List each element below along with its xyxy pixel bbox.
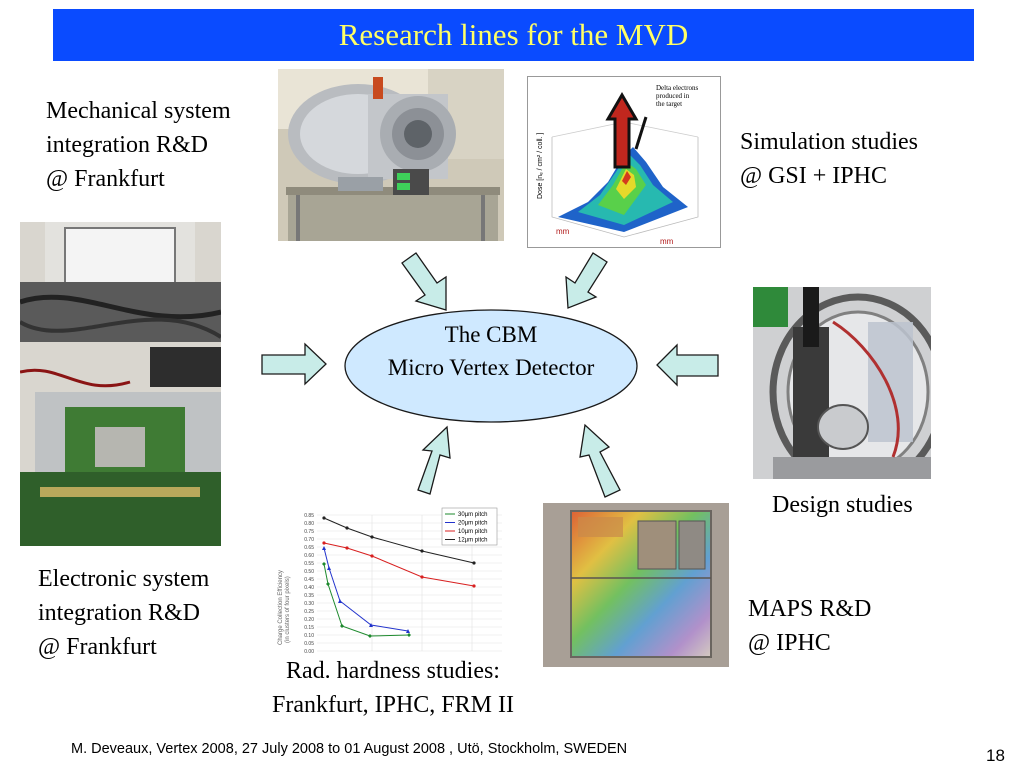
title-bar: Research lines for the MVD: [53, 9, 974, 61]
sim-annotation-1: Delta electrons: [656, 84, 698, 92]
mech-line-2: integration R&D: [46, 132, 208, 158]
rad-y-tick-label: 0.50: [304, 569, 314, 575]
legend-20um: 20µm pitch: [458, 521, 487, 527]
sim-x-axis-label: mm: [556, 227, 570, 236]
rad-y-tick-label: 0.40: [304, 585, 314, 591]
sim-annotation-2: produced in: [656, 92, 690, 100]
rad-line-2: Frankfurt, IPHC, FRM II: [271, 692, 514, 718]
rad-y-tick-label: 0.85: [304, 513, 314, 519]
sim-label: Simulation studies @ GSI + IPHC: [740, 125, 918, 193]
elec-line-2: integration R&D: [38, 600, 200, 626]
rad-y-tick-label: 0.25: [304, 609, 314, 615]
rad-y-tick-label: 0.70: [304, 537, 314, 543]
mech-line-3: @ Frankfurt: [46, 166, 165, 192]
center-line-2: Micro Vertex Detector: [387, 355, 595, 380]
rad-y-tick-label: 0.35: [304, 593, 314, 599]
rad-y-tick-label: 0.10: [304, 633, 314, 639]
sim-line-2: @ GSI + IPHC: [740, 163, 887, 189]
sim-z-axis-label: Dose [nₑ / cm² / coll. ]: [537, 133, 544, 199]
mech-label: Mechanical system integration R&D @ Fran…: [46, 94, 231, 196]
legend-12um: 12µm pitch: [458, 538, 487, 544]
sim-y-axis-label: mm: [660, 237, 674, 246]
center-ellipse: [344, 309, 638, 423]
rad-hardness-chart: 0.85 0.80 0.75 0.70 0.65 0.60 0.55 0.50 0.45 0.40…: [272, 505, 504, 655]
vacuum-chamber-photo: [278, 69, 504, 241]
rad-y-tick-label: 0.20: [304, 617, 314, 623]
rad-y-tick-label: 0.30: [304, 601, 314, 607]
sim-line-1: Simulation studies: [740, 129, 919, 155]
rad-y-tick-label: 0.00: [304, 649, 314, 655]
elec-line-1: Electronic system: [38, 566, 210, 592]
rad-y-tick-label: 0.55: [304, 561, 314, 567]
rad-y-tick-label: 0.05: [304, 641, 314, 647]
arrow-from-rad-hardness: [417, 425, 451, 495]
mech-line-1: Mechanical system: [46, 98, 231, 124]
rad-label: Rad. hardness studies: Frankfurt, IPHC, …: [248, 654, 538, 722]
elec-line-3: @ Frankfurt: [38, 634, 157, 660]
rad-y-tick-label: 0.15: [304, 625, 314, 631]
rad-y-tick-label: 0.45: [304, 577, 314, 583]
rad-y-label-2: (in clusters of four pixels): [285, 576, 291, 643]
page-number: 18: [986, 746, 1005, 765]
rad-y-tick-label: 0.75: [304, 529, 314, 535]
arrow-from-design: [656, 343, 719, 387]
rad-y-tick-label: 0.65: [304, 545, 314, 551]
maps-line-2: @ IPHC: [748, 630, 831, 656]
maps-label: MAPS R&D @ IPHC: [748, 592, 871, 660]
rad-y-tick-label: 0.60: [304, 553, 314, 559]
maps-chip-photo: [543, 503, 729, 667]
center-label: The CBM Micro Vertex Detector: [343, 318, 639, 384]
dose-simulation-plot: Delta electrons produced in the target D…: [527, 76, 721, 248]
maps-line-1: MAPS R&D: [748, 596, 872, 622]
arrow-from-maps: [579, 423, 621, 498]
design-label: Design studies: [772, 492, 913, 518]
center-line-1: The CBM: [444, 322, 538, 347]
arrow-from-electronics: [261, 342, 327, 386]
rad-y-tick-label: 0.80: [304, 521, 314, 527]
electronics-photo: [20, 222, 221, 546]
arrow-from-mechanical: [401, 252, 447, 311]
elec-label: Electronic system integration R&D @ Fran…: [38, 562, 209, 664]
legend-10um: 10µm pitch: [458, 529, 487, 535]
slide-title: Research lines for the MVD: [338, 17, 689, 52]
footer-citation: M. Deveaux, Vertex 2008, 27 July 2008 to…: [71, 741, 628, 757]
legend-30um: 30µm pitch: [458, 512, 487, 518]
rad-line-1: Rad. hardness studies:: [286, 658, 500, 684]
rad-y-label-1: Charge Collection Efficiency: [278, 570, 284, 645]
design-rendering: [753, 287, 931, 479]
sim-annotation-3: the target: [656, 100, 682, 108]
arrow-from-simulation: [565, 252, 608, 309]
